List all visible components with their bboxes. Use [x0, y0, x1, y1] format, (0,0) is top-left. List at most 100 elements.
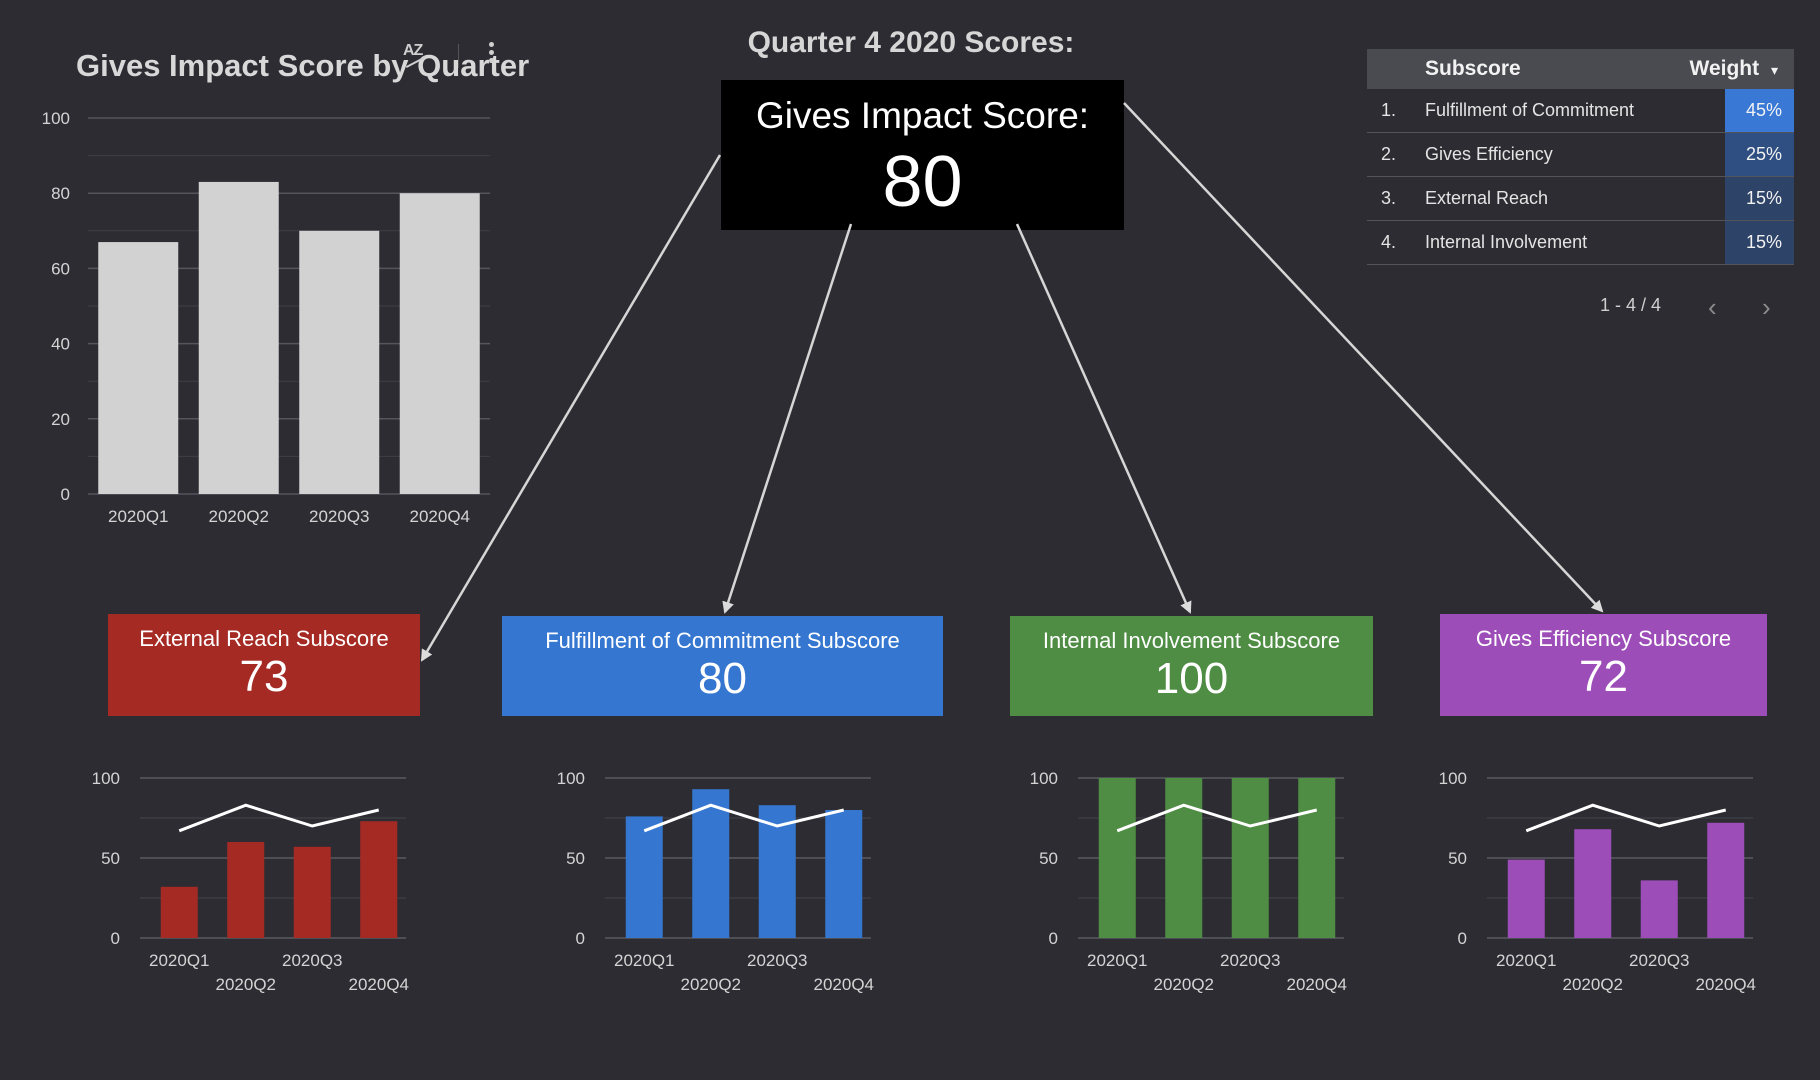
card-label: Fulfillment of Commitment Subscore — [545, 628, 900, 653]
x-tick-label: 2020Q1 — [1496, 951, 1557, 970]
row-index: 2. — [1381, 144, 1397, 164]
x-tick-label: 2020Q3 — [1629, 951, 1690, 970]
weight-header-label: Weight — [1689, 57, 1760, 80]
prev-page-icon[interactable]: ‹ — [1708, 292, 1717, 322]
bar — [1298, 778, 1336, 938]
arrow-to-gives-efficiency — [1123, 102, 1604, 613]
gives-efficiency-chart: 0 50 100 2020Q1 2020Q2 2020Q3 2020Q4 — [1439, 769, 1757, 994]
sort-descending-icon: ▾ — [1770, 62, 1778, 78]
card-value: 100 — [1154, 654, 1229, 703]
y-tick-label: 50 — [1039, 849, 1058, 868]
table-row[interactable]: 4. Internal Involvement 15% — [1367, 221, 1794, 265]
next-page-icon[interactable]: › — [1762, 292, 1771, 322]
x-tick-label: 2020Q2 — [1154, 975, 1215, 994]
bar — [198, 181, 279, 495]
y-tick-label: 50 — [1448, 849, 1467, 868]
external-reach-card: External Reach Subscore 73 — [108, 614, 420, 716]
more-options-icon[interactable] — [487, 42, 495, 68]
table-row[interactable]: 3. External Reach 15% — [1367, 177, 1794, 221]
y-tick-label: 0 — [1458, 929, 1467, 948]
x-tick-label: 2020Q2 — [681, 975, 742, 994]
x-tick-label: 2020Q3 — [747, 951, 808, 970]
y-tick-label: 40 — [51, 335, 70, 354]
connector-arrows — [420, 102, 1604, 662]
bar — [98, 242, 179, 494]
x-tick-label: 2020Q3 — [309, 507, 370, 526]
column-header-weight[interactable]: Weight ▾ — [1687, 57, 1794, 81]
x-tick-label: 2020Q4 — [814, 975, 875, 994]
row-weight: 45% — [1725, 89, 1794, 132]
bar — [1165, 778, 1203, 938]
card-value: 72 — [1579, 652, 1628, 701]
y-tick-label: 0 — [576, 929, 585, 948]
card-label: External Reach Subscore — [139, 626, 389, 651]
x-tick-label: 2020Q2 — [216, 975, 277, 994]
gives-efficiency-card: Gives Efficiency Subscore 72 — [1440, 614, 1767, 716]
row-subscore-name: External Reach — [1425, 188, 1549, 208]
bar — [1640, 880, 1678, 938]
bar — [1231, 778, 1269, 938]
main-chart-title: Gives Impact Score by Quarter — [76, 48, 530, 83]
x-tick-label: 2020Q4 — [410, 507, 471, 526]
impact-score-label: Gives Impact Score: — [755, 95, 1090, 136]
arrow-to-external-reach — [420, 154, 722, 662]
bar — [299, 230, 380, 495]
y-tick-label: 60 — [51, 259, 70, 278]
row-weight: 15% — [1725, 221, 1794, 264]
y-tick-label: 100 — [557, 769, 585, 788]
row-index: 1. — [1381, 100, 1397, 120]
table-pager-text: 1 - 4 / 4 — [1600, 295, 1662, 315]
x-tick-label: 2020Q3 — [1220, 951, 1281, 970]
y-tick-label: 0 — [111, 929, 120, 948]
row-weight: 25% — [1725, 133, 1794, 176]
table-row[interactable]: 2. Gives Efficiency 25% — [1367, 133, 1794, 177]
internal-involvement-card: Internal Involvement Subscore 100 — [1010, 616, 1373, 716]
y-tick-label: 0 — [1049, 929, 1058, 948]
x-tick-label: 2020Q2 — [209, 507, 270, 526]
row-index: 4. — [1381, 232, 1397, 252]
y-tick-label: 80 — [51, 184, 70, 203]
x-tick-label: 2020Q4 — [1696, 975, 1757, 994]
bar — [399, 193, 480, 494]
card-value: 73 — [239, 652, 289, 701]
card-value: 80 — [698, 654, 747, 703]
impact-score-box: Gives Impact Score: 80 — [721, 80, 1124, 230]
arrow-to-fulfillment — [722, 223, 853, 614]
header-divider — [458, 44, 459, 68]
main-bar-chart: 0 20 40 60 80 100 2020Q1 2020Q2 2020Q3 2020Q4 — [42, 109, 490, 526]
x-tick-label: 2020Q1 — [149, 951, 210, 970]
card-label: Internal Involvement Subscore — [1042, 628, 1341, 653]
y-tick-label: 100 — [1439, 769, 1467, 788]
y-tick-label: 50 — [566, 849, 585, 868]
trend-line — [1525, 803, 1727, 833]
y-tick-label: 100 — [92, 769, 120, 788]
y-tick-label: 20 — [51, 410, 70, 429]
sort-az-icon[interactable]: AZ — [403, 42, 423, 59]
x-tick-label: 2020Q1 — [614, 951, 675, 970]
fulfillment-chart: 0 50 100 2020Q1 2020Q2 2020Q3 2020Q4 — [557, 769, 875, 994]
trend-line — [178, 803, 380, 833]
table-row[interactable]: 1. Fulfillment of Commitment 45% — [1367, 89, 1794, 133]
x-tick-label: 2020Q3 — [282, 951, 343, 970]
bar — [227, 842, 265, 938]
impact-score-value: 80 — [882, 142, 963, 222]
bar — [360, 821, 398, 938]
bar — [625, 816, 663, 938]
x-tick-label: 2020Q2 — [1563, 975, 1624, 994]
bar — [1707, 822, 1745, 938]
bar — [160, 886, 198, 938]
bar — [825, 810, 863, 938]
table-header: Subscore Weight ▾ — [1367, 49, 1794, 89]
bar — [1507, 859, 1545, 938]
column-header-subscore[interactable]: Subscore — [1425, 57, 1521, 80]
bar — [1098, 778, 1136, 938]
row-index: 3. — [1381, 188, 1397, 208]
y-tick-label: 0 — [61, 485, 70, 504]
x-tick-label: 2020Q1 — [108, 507, 169, 526]
bar — [1574, 829, 1612, 938]
bar — [293, 846, 331, 938]
y-tick-label: 100 — [1030, 769, 1058, 788]
y-tick-label: 100 — [42, 109, 70, 128]
